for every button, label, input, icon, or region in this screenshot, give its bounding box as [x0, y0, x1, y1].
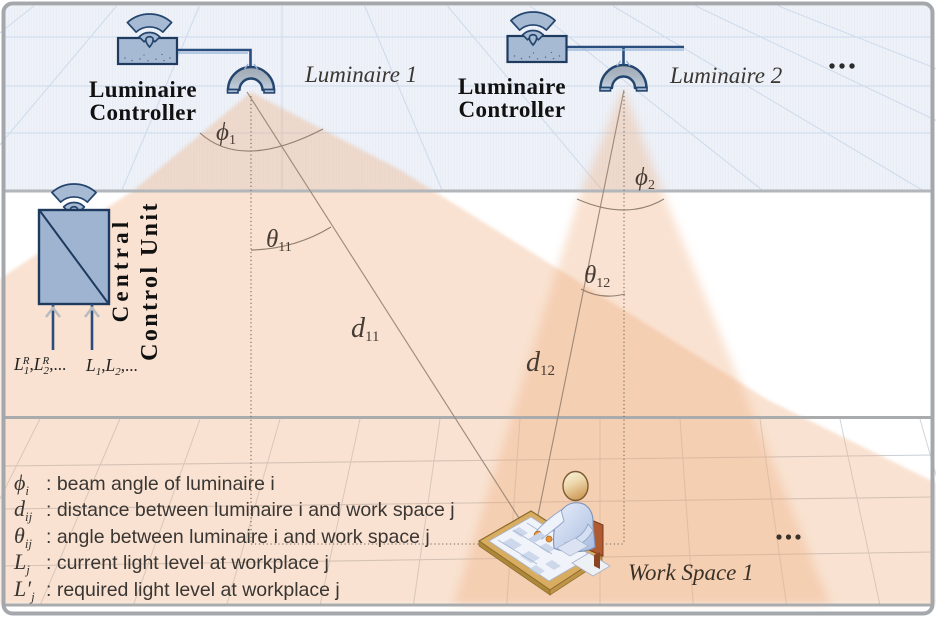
svg-text:: current light level at workp: : current light level at workplace j — [46, 552, 329, 574]
svg-text:Luminaire 1: Luminaire 1 — [304, 62, 417, 87]
svg-text:Work Space 1: Work Space 1 — [628, 560, 754, 585]
svg-text:Lj: Lj — [13, 549, 30, 577]
svg-text:L1R,L2R,...: L1R,L2R,... — [13, 354, 66, 377]
svg-text:Controller: Controller — [89, 100, 196, 125]
svg-text:: angle between luminaire i an: : angle between luminaire i and work spa… — [46, 526, 430, 548]
svg-text:L1,L2,...: L1,L2,... — [85, 355, 138, 378]
svg-text:: distance between luminaire i: : distance between luminaire i and work … — [46, 499, 455, 521]
svg-text:Control Unit: Control Unit — [137, 201, 163, 361]
svg-text:Luminaire: Luminaire — [89, 77, 197, 102]
svg-text:: required light level at work: : required light level at workplace j — [46, 579, 340, 601]
svg-text:Central: Central — [108, 218, 133, 323]
svg-text:: beam angle of luminaire i: : beam angle of luminaire i — [46, 473, 275, 495]
svg-text:L′j: L′j — [13, 576, 35, 604]
svg-text:Luminaire 2: Luminaire 2 — [669, 63, 782, 88]
svg-text:Controller: Controller — [458, 97, 565, 122]
svg-text:Luminaire: Luminaire — [458, 74, 566, 99]
